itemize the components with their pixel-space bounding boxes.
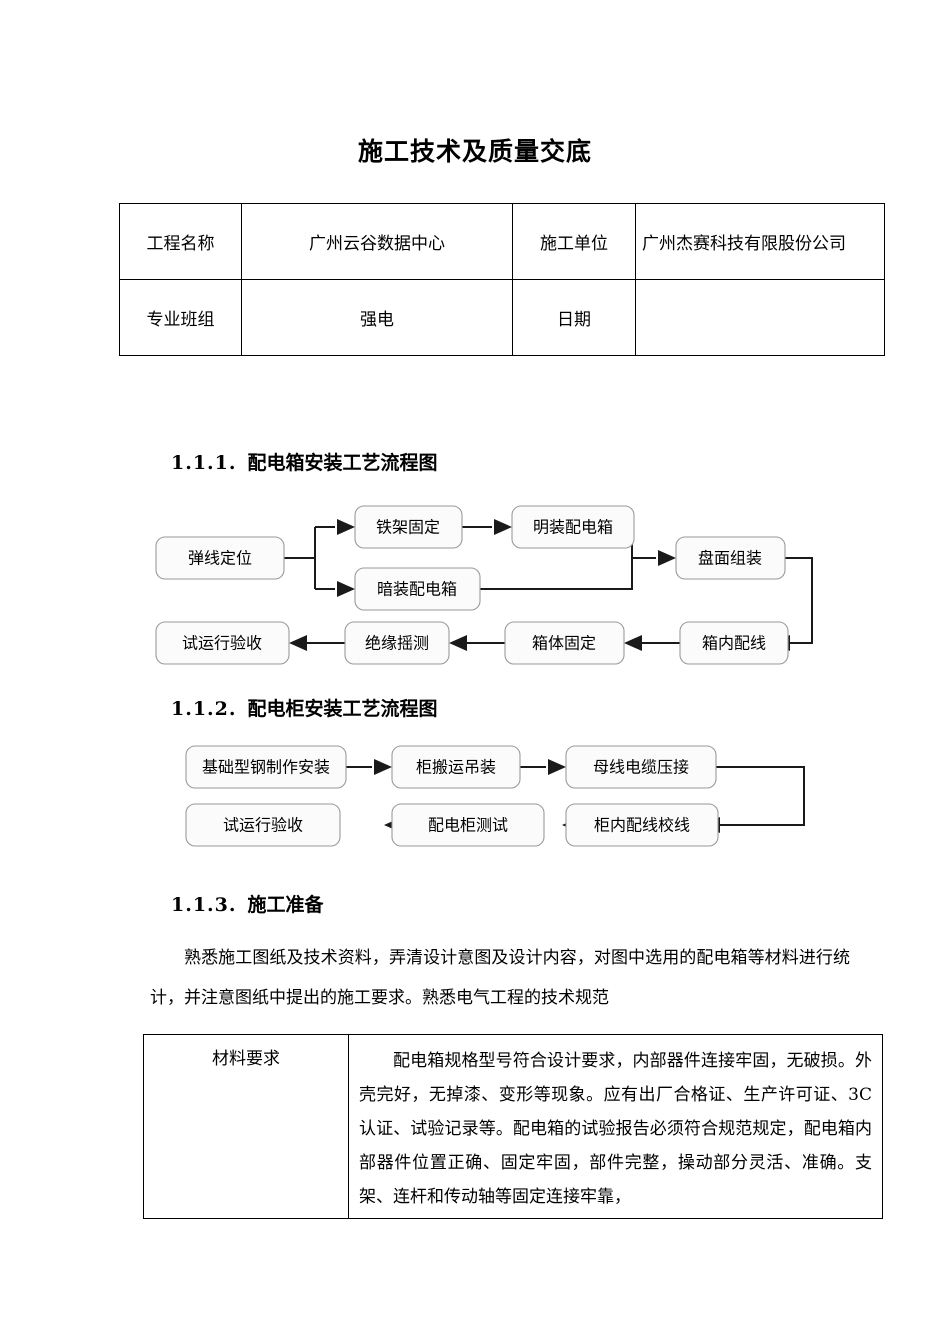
flow-node-n3: 明装配电箱 <box>511 505 635 549</box>
construction-unit-value: 广州杰赛科技有限股份公司 <box>635 203 885 280</box>
table-row: 工程名称 广州云谷数据中心 施工单位 广州杰赛科技有限股份公司 <box>119 203 885 280</box>
connector-n5-n6 <box>785 557 813 644</box>
flow-node-m1: 基础型钢制作安装 <box>185 745 347 789</box>
flow-node-label: 箱体固定 <box>532 634 596 653</box>
flow-node-label: 柜搬运吊装 <box>416 758 496 777</box>
arrowhead-to-n8 <box>449 635 467 651</box>
flow-node-label: 基础型钢制作安装 <box>202 758 330 777</box>
section-heading-1-1-2: 1.1.2. 配电柜安装工艺流程图 <box>171 694 438 721</box>
flow-node-n4: 暗装配电箱 <box>354 567 481 611</box>
section-heading-1-1-1: 1.1.1. 配电箱安装工艺流程图 <box>171 448 438 475</box>
arrowhead-to-n3 <box>494 519 512 535</box>
flow-node-n2: 铁架固定 <box>354 505 463 549</box>
project-name-value: 广州云谷数据中心 <box>241 203 513 280</box>
flow-node-m6: 试运行验收 <box>185 803 341 847</box>
flow-node-m4: 柜内配线校线 <box>565 803 719 847</box>
flow-node-label: 弹线定位 <box>188 549 252 568</box>
arrowhead-to-m3 <box>548 759 566 775</box>
date-label: 日期 <box>512 279 636 356</box>
connector-n4-merge-n5 <box>480 557 656 590</box>
flow-node-n7: 箱体固定 <box>504 621 625 665</box>
section-number: 1.1.1. <box>171 452 237 474</box>
material-requirements-table: 材料要求 配电箱规格型号符合设计要求，内部器件连接牢固，无破损。外壳完好，无掉漆… <box>143 1034 883 1219</box>
table-row: 材料要求 配电箱规格型号符合设计要求，内部器件连接牢固，无破损。外壳完好，无掉漆… <box>143 1034 883 1219</box>
team-value: 强电 <box>241 279 513 356</box>
arrowhead-to-m2 <box>374 759 392 775</box>
flow-node-label: 暗装配电箱 <box>377 580 457 599</box>
arrowhead-to-n9 <box>289 635 307 651</box>
flow-node-label: 配电柜测试 <box>428 816 508 835</box>
flowchart-switchgear-installation: 基础型钢制作安装 柜搬运吊装 母线电缆压接 柜内配线校线 配电柜测试 试运行验收 <box>170 742 830 852</box>
date-value <box>635 279 885 356</box>
material-requirement-content: 配电箱规格型号符合设计要求，内部器件连接牢固，无破损。外壳完好，无掉漆、变形等现… <box>348 1034 883 1219</box>
arrowhead-to-n2 <box>337 519 355 535</box>
project-name-label: 工程名称 <box>119 203 242 280</box>
flowchart-distribution-box-installation: 弹线定位 铁架固定 明装配电箱 暗装配电箱 盘面组装 箱内配线 箱体固定 绝缘 <box>140 498 820 668</box>
flow-node-label: 明装配电箱 <box>533 518 613 537</box>
page-title: 施工技术及质量交底 <box>357 137 592 166</box>
flow-node-m3: 母线电缆压接 <box>565 745 717 789</box>
flow-node-label: 柜内配线校线 <box>594 816 690 835</box>
section-number: 1.1.3. <box>171 894 237 916</box>
section-heading-1-1-3: 1.1.3. 施工准备 <box>171 890 324 917</box>
flow-node-m2: 柜搬运吊装 <box>391 745 521 789</box>
flow-node-n5: 盘面组装 <box>675 536 786 580</box>
flow-node-label: 铁架固定 <box>376 518 440 537</box>
arrowhead-to-n4 <box>337 581 355 597</box>
material-requirement-label: 材料要求 <box>143 1034 349 1219</box>
section-title: 施工准备 <box>247 894 324 916</box>
section-title: 配电柜安装工艺流程图 <box>247 698 438 720</box>
body-paragraph: 熟悉施工图纸及技术资料，弄清设计意图及设计内容，对图中选用的配电箱等材料进行统计… <box>150 948 850 1008</box>
team-label: 专业班组 <box>119 279 242 356</box>
flow-node-m5: 配电柜测试 <box>391 803 545 847</box>
flow-node-n8: 绝缘摇测 <box>344 621 450 665</box>
arrowhead-to-n7 <box>624 635 642 651</box>
flow-node-n9: 试运行验收 <box>155 621 290 665</box>
flow-node-label: 盘面组装 <box>698 549 762 568</box>
section-number: 1.1.2. <box>171 698 237 720</box>
flow-node-label: 箱内配线 <box>702 634 766 653</box>
construction-unit-label: 施工单位 <box>512 203 636 280</box>
flow-node-label: 试运行验收 <box>182 634 262 653</box>
flow-node-n1: 弹线定位 <box>155 536 285 580</box>
connector-m3-m4 <box>716 766 805 826</box>
arrowhead-to-n5 <box>658 550 676 566</box>
section-title: 配电箱安装工艺流程图 <box>247 452 438 474</box>
header-info-table: 工程名称 广州云谷数据中心 施工单位 广州杰赛科技有限股份公司 专业班组 强电 … <box>119 203 885 356</box>
flow-node-label: 母线电缆压接 <box>593 758 689 777</box>
table-row: 专业班组 强电 日期 <box>119 279 885 356</box>
flow-node-label: 试运行验收 <box>223 816 303 835</box>
flow-node-n6: 箱内配线 <box>679 621 789 665</box>
flow-node-label: 绝缘摇测 <box>365 634 429 653</box>
